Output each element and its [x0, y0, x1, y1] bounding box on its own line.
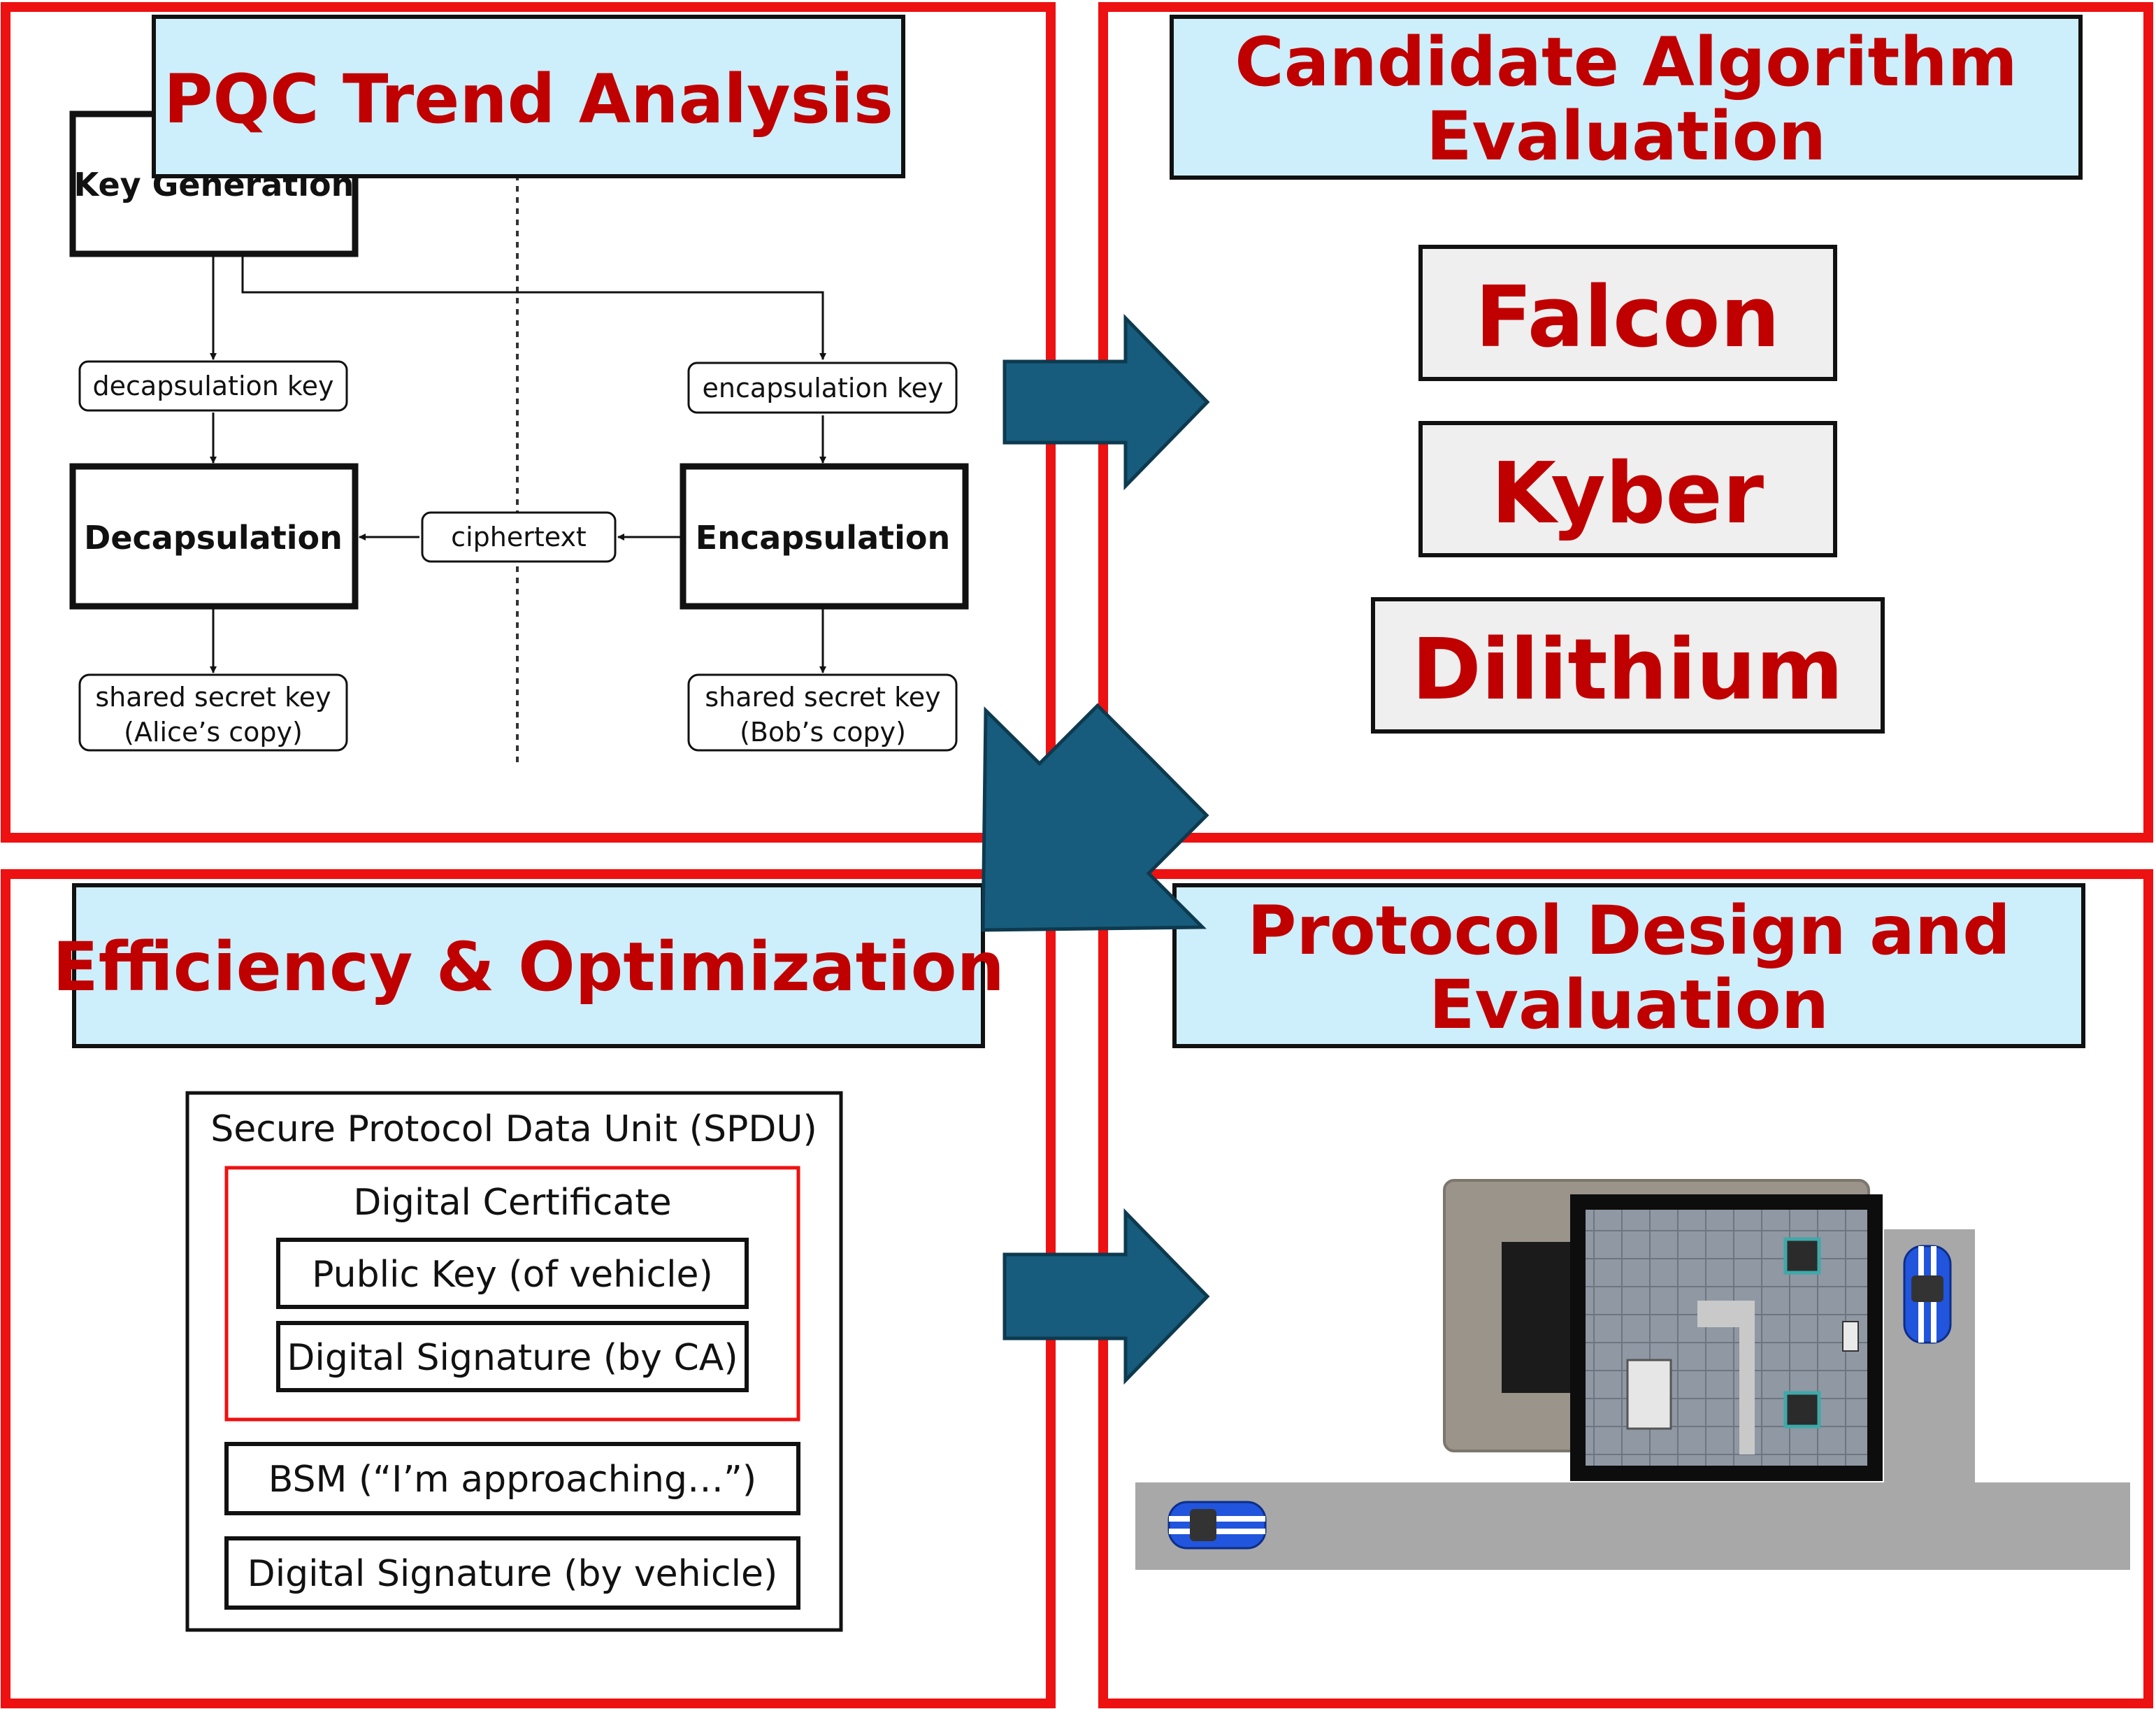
rooftop-unit: [1626, 1359, 1672, 1430]
title-pqc-trend: PQC Trend Analysis: [164, 60, 893, 138]
algorithm-box-dilithium: [1371, 597, 1885, 734]
title-protocol-line1: Protocol Design and: [1247, 892, 2011, 970]
bob-secret-line2: (Bob’s copy): [740, 717, 906, 748]
title-protocol-line2: Evaluation: [1429, 966, 1829, 1044]
alice-secret-line2: (Alice’s copy): [124, 717, 303, 748]
arrow-down-left-icon: [981, 703, 1209, 932]
flow-connectors: [210, 257, 826, 673]
algorithm-falcon: Falcon: [1475, 269, 1780, 366]
algorithm-box-falcon: [1418, 245, 1837, 381]
car-icon: [1167, 1501, 1267, 1550]
title-box-candidate: [1170, 15, 2083, 180]
bob-secret-line1: shared secret key: [705, 682, 940, 713]
signature-ca-label: Digital Signature (by CA): [287, 1337, 738, 1379]
vent-duct: [1697, 1301, 1742, 1327]
road-horizontal: [1135, 1482, 2130, 1570]
decapsulation-key-label: decapsulation key: [93, 371, 334, 401]
title-efficiency: Efficiency & Optimization: [52, 928, 1005, 1006]
bsm-box: [224, 1442, 800, 1515]
title-box-protocol: [1172, 883, 2085, 1048]
panel-pqc-trend: Key Generation decapsulation key encapsu…: [1, 2, 1056, 843]
title-candidate-line1: Candidate Algorithm: [1235, 23, 2018, 101]
encapsulation-key-box: [687, 362, 958, 414]
bsm-label: BSM (“I’m approaching…”): [268, 1459, 756, 1501]
ciphertext-box: [421, 511, 617, 563]
spdu-header: Secure Protocol Data Unit (SPDU): [210, 1108, 817, 1150]
decapsulation-box: [69, 463, 359, 610]
arrow-right-icon: [1002, 1208, 1210, 1385]
bob-secret-box: [687, 673, 958, 752]
encapsulation-key-label: encapsulation key: [703, 373, 944, 403]
title-box-pqc: [152, 15, 905, 178]
title-candidate-line2: Evaluation: [1426, 97, 1826, 176]
decapsulation-key-box: [78, 360, 348, 412]
encapsulation-label: Encapsulation: [696, 519, 950, 557]
ciphertext-label: ciphertext: [451, 522, 587, 552]
vent-duct-vertical: [1739, 1301, 1755, 1454]
arrow-right-icon: [1002, 313, 1210, 491]
signature-vehicle-box: [224, 1536, 800, 1610]
algorithm-dilithium: Dilithium: [1411, 622, 1843, 719]
roof-fan: [1783, 1391, 1821, 1429]
roof-box: [1842, 1321, 1859, 1352]
alice-secret-box: [78, 673, 348, 752]
encapsulation-box: [680, 463, 969, 610]
algorithm-kyber: Kyber: [1491, 445, 1764, 543]
signature-vehicle-label: Digital Signature (by vehicle): [247, 1553, 778, 1595]
panel-candidate: Candidate Algorithm Evaluation Falcon Ky…: [1098, 2, 2153, 843]
car-icon: [1903, 1245, 1952, 1344]
simulation-scene: [1135, 1179, 2130, 1570]
panel-efficiency: Efficiency & Optimization Secure Protoco…: [1, 869, 1056, 1708]
title-box-efficiency: [72, 883, 985, 1048]
signature-ca-box: [276, 1321, 749, 1392]
alice-secret-line1: shared secret key: [95, 682, 331, 713]
public-key-box: [276, 1238, 749, 1309]
certificate-label: Digital Certificate: [353, 1182, 671, 1224]
decapsulation-label: Decapsulation: [84, 519, 343, 557]
panel-protocol: Protocol Design and Evaluation: [1098, 869, 2153, 1708]
roof-fan: [1783, 1237, 1821, 1275]
algorithm-box-kyber: [1418, 421, 1837, 557]
public-key-label: Public Key (of vehicle): [312, 1254, 713, 1296]
